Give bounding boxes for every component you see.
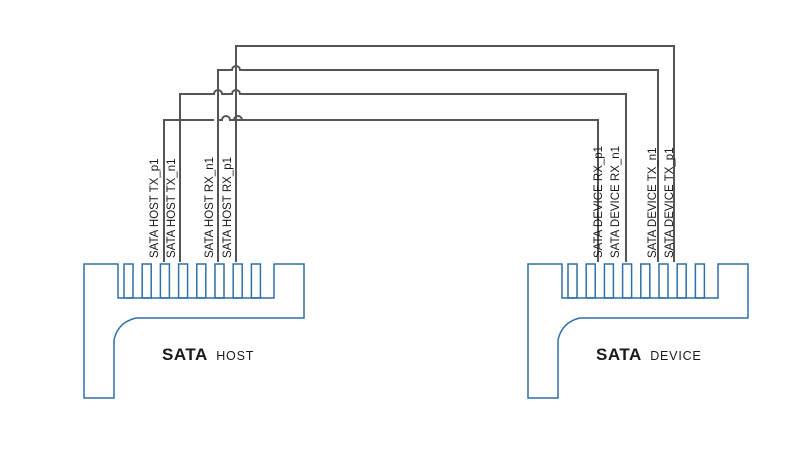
device-connector-pin: [694, 263, 706, 299]
device-label-sub: DEVICE: [650, 349, 701, 363]
device-connector-pin: [603, 263, 615, 299]
host-connector-pin: [196, 263, 207, 299]
host-signal-labels: SATA HOST TX_p1 SATA HOST TX_n1 SATA HOS…: [149, 157, 234, 258]
host-connector: [83, 263, 305, 399]
wire-upper-run-b: [235, 45, 675, 262]
device-connector-pin: [676, 263, 687, 299]
wire-host-rx-n1-to-device-rx-n1: [217, 115, 246, 262]
host-label: SATA HOST: [162, 345, 254, 364]
device-label: SATA DEVICE: [596, 345, 702, 364]
device-signal-tx-p1: SATA DEVICE TX_p1: [664, 147, 676, 258]
host-label-sub: HOST: [216, 349, 254, 363]
device-signal-tx-n1: SATA DEVICE TX_n1: [647, 147, 659, 258]
device-label-main: SATA: [596, 345, 642, 364]
host-signal-rx-p1: SATA HOST RX_p1: [222, 157, 234, 258]
wire-host-tx-p1-to-device-tx-p1: [163, 119, 214, 262]
device-connector-outline: [527, 263, 749, 399]
device-connector: [527, 263, 749, 399]
host-connector-outline: [83, 263, 305, 399]
host-label-main: SATA: [162, 345, 208, 364]
wire-group: [163, 45, 675, 262]
device-signal-rx-n1: SATA DEVICE RX_n1: [610, 146, 622, 258]
host-connector-pin: [250, 263, 262, 299]
device-signal-rx-p1: SATA DEVICE RX_p1: [593, 146, 605, 258]
wire-upper-run-a: [217, 65, 659, 262]
host-connector-pin: [123, 263, 134, 299]
host-connector-pin: [214, 263, 225, 299]
device-connector-pin: [658, 263, 669, 299]
host-connector-pin: [159, 263, 171, 299]
device-connector-pin: [567, 263, 578, 299]
host-connector-pin: [177, 263, 189, 299]
wire-host-rx-p1-to-device-rx-p1: [235, 119, 599, 262]
host-signal-tx-n1: SATA HOST TX_n1: [166, 159, 178, 259]
device-signal-labels: SATA DEVICE RX_p1 SATA DEVICE RX_n1 SATA…: [593, 146, 676, 258]
host-connector-pin: [141, 263, 152, 299]
wire-host-tx-n1-to-device-tx-n1: [179, 89, 627, 262]
host-signal-rx-n1: SATA HOST RX_n1: [204, 157, 216, 258]
host-connector-pin: [232, 263, 243, 299]
device-connector-pin: [640, 263, 651, 299]
device-connector-pin: [585, 263, 596, 299]
device-connector-pin: [621, 263, 633, 299]
host-signal-tx-p1: SATA HOST TX_p1: [149, 159, 161, 259]
